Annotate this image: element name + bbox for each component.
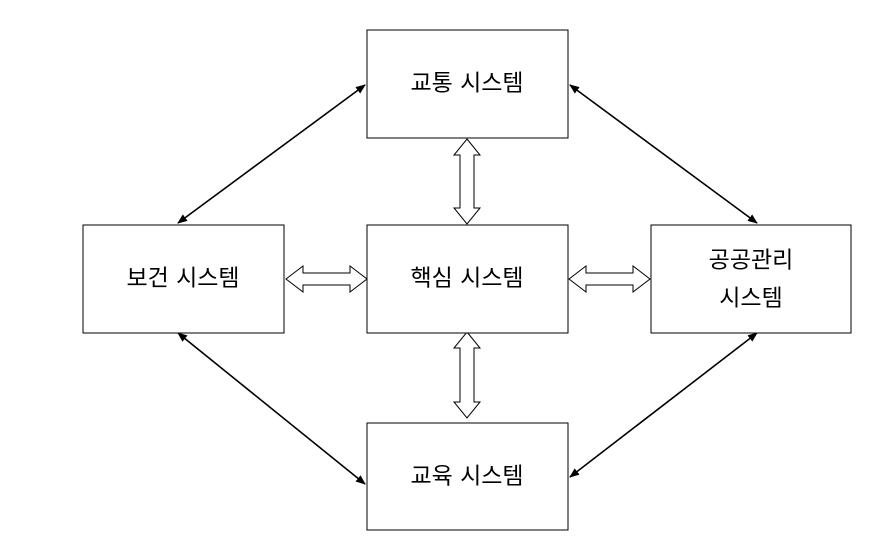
node-education: 교육 시스템 — [366, 422, 569, 531]
arrow-public-education — [569, 332, 758, 478]
node-core-label: 핵심 시스템 — [410, 266, 523, 292]
node-core: 핵심 시스템 — [366, 224, 569, 334]
node-public-label-line1: 공공관리 — [709, 248, 794, 274]
node-health-label: 보건 시스템 — [126, 266, 239, 292]
hollow-arrow-health-core — [285, 264, 368, 294]
node-education-label: 교육 시스템 — [410, 464, 523, 490]
node-transport-label: 교통 시스템 — [410, 71, 523, 97]
hollow-arrow-transport-core — [452, 138, 482, 225]
hollow-arrow-core-public — [568, 264, 651, 294]
arrow-transport-health — [177, 84, 366, 224]
node-health: 보건 시스템 — [82, 224, 285, 334]
arrow-health-education — [177, 332, 366, 485]
node-public-label-line2: 시스템 — [719, 286, 782, 312]
hollow-arrow-core-education — [452, 331, 482, 419]
node-transport: 교통 시스템 — [366, 29, 569, 139]
arrow-transport-public — [569, 84, 758, 224]
node-public: 공공관리 시스템 — [650, 224, 852, 334]
